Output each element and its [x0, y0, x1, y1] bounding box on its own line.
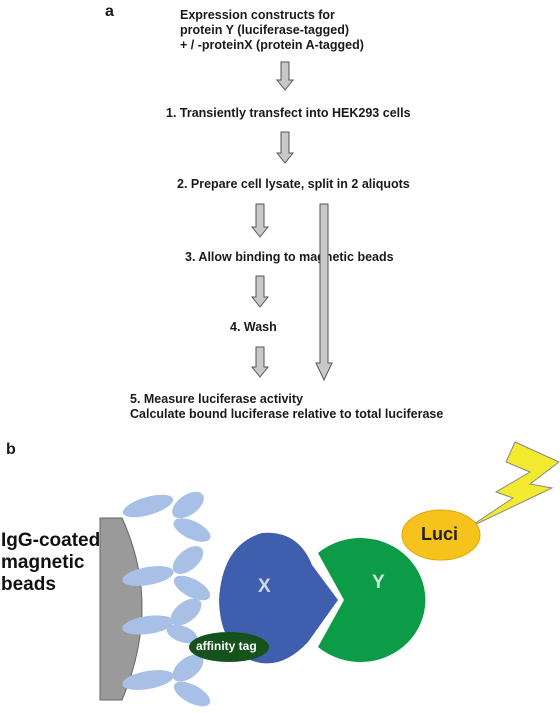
- expression-constructs-line-1: Expression constructs for: [180, 8, 335, 22]
- igg-antibody-1: [122, 491, 211, 542]
- arrow-to-step-2: [275, 131, 295, 164]
- igg-antibody-4: [122, 654, 211, 707]
- protein-x-label: X: [258, 576, 271, 597]
- expression-constructs-line-2: protein Y (luciferase-tagged): [180, 23, 350, 37]
- beads-label-line-2: magnetic: [1, 552, 85, 573]
- step-2-lysate: 2. Prepare cell lysate, split in 2 aliqu…: [177, 177, 410, 191]
- panel-b-label: b: [6, 441, 16, 458]
- flow-arrows: [250, 61, 333, 382]
- igg-antibody-2: [122, 546, 211, 601]
- step-4-wash: 4. Wash: [230, 320, 277, 334]
- beads-label-line-3: beads: [1, 574, 56, 595]
- arrow-total-luciferase: [315, 203, 333, 382]
- step-5-line-1: 5. Measure luciferase activity: [130, 392, 304, 406]
- beads-label-line-1: IgG-coated: [1, 530, 101, 551]
- affinity-tag-label: affinity tag: [196, 639, 257, 653]
- expression-constructs-line-3: + / -proteinX (protein A-tagged): [180, 38, 364, 52]
- step-1-transfect: 1. Transiently transfect into HEK293 cel…: [166, 106, 411, 120]
- step-5-line-2: Calculate bound luciferase relative to t…: [130, 407, 444, 421]
- arrow-to-step-5: [250, 346, 270, 378]
- lightning-bolt-icon: [467, 441, 560, 529]
- panel-a-label: a: [105, 3, 114, 20]
- protein-y-label: Y: [372, 572, 385, 593]
- arrow-to-step-4: [250, 275, 270, 308]
- arrow-to-step-3: [250, 203, 270, 238]
- luciferase: [401, 509, 481, 561]
- arrow-to-step-1: [275, 61, 295, 91]
- protein-x: [219, 532, 338, 664]
- step-3-binding: 3. Allow binding to magnetic beads: [185, 250, 394, 264]
- affinity-tag: [189, 632, 269, 662]
- luci-label: Luci: [421, 524, 459, 544]
- protein-y: [318, 538, 426, 662]
- magnetic-bead: [99, 517, 143, 701]
- igg-antibody-3: [122, 598, 202, 644]
